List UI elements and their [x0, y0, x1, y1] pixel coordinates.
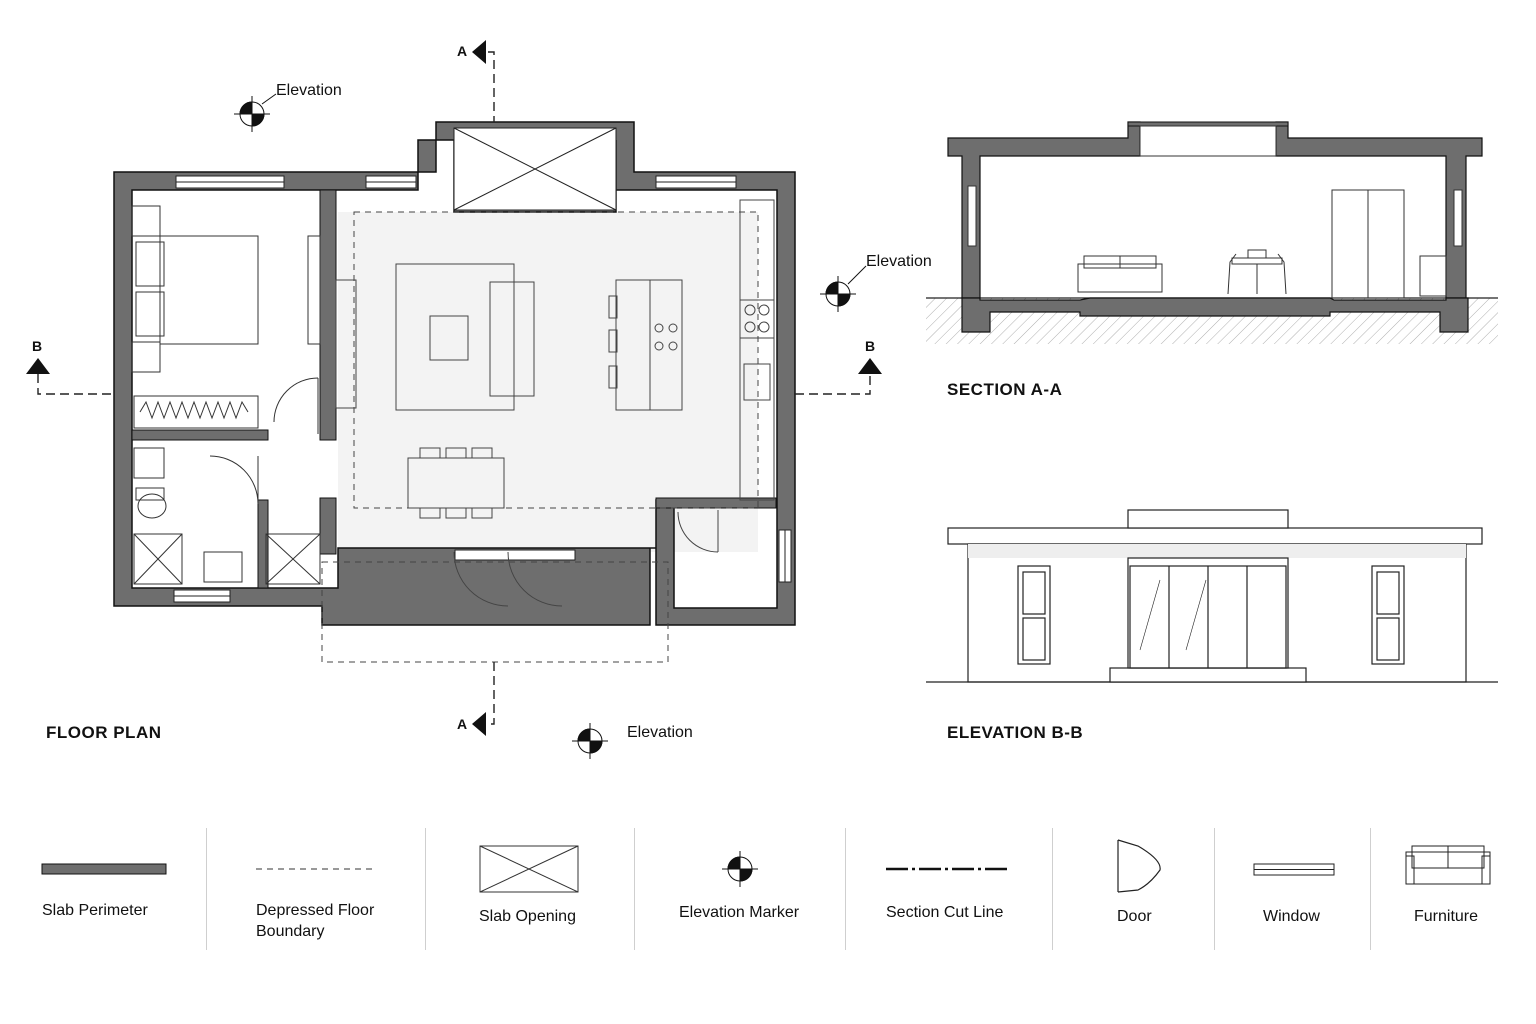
- legend-sofa-icon: [1405, 845, 1491, 885]
- elevation-b-b: [926, 509, 1498, 683]
- elevation-marker-icon: [234, 93, 867, 759]
- legend-label-elevation-marker: Elevation Marker: [679, 904, 800, 921]
- floor-plan-title: FLOOR PLAN: [46, 723, 162, 742]
- legend-label-depressed-floor: Depressed Floor Boundary: [256, 902, 375, 940]
- legend-label-furniture: Furniture: [1414, 908, 1479, 925]
- bathroom-fixtures: [133, 447, 321, 585]
- legend-elevation-marker-icon: [722, 851, 758, 887]
- elevation-label-top: Elevation: [276, 82, 342, 99]
- section-arrow-icon: [26, 40, 882, 736]
- section-marker-b-left: B: [32, 338, 43, 354]
- section-marker-a-bottom: A: [457, 716, 468, 732]
- legend-door-swing-icon: [1117, 839, 1161, 893]
- wall-bedroom-right: [319, 189, 337, 441]
- section-marker-a-top: A: [457, 43, 468, 59]
- elevation-title: ELEVATION B-B: [947, 723, 1084, 742]
- legend-label-slab-opening: Slab Opening: [479, 908, 576, 925]
- living-furniture: [335, 199, 775, 607]
- legend-window-icon: [1253, 863, 1335, 876]
- depressed-floor-boundary: [321, 211, 759, 663]
- section-marker-b-right: B: [865, 338, 876, 354]
- legend-opening-swatch: [479, 845, 579, 893]
- bedroom-furniture: [131, 205, 321, 434]
- elevation-label-right: Elevation: [866, 253, 932, 270]
- legend-divider: [1370, 828, 1371, 950]
- section-slab: [947, 121, 1483, 299]
- legend-swatches: [41, 839, 1491, 893]
- plan-slab-opening: [453, 127, 617, 211]
- legend-divider: [634, 828, 635, 950]
- wall-living-left-lower: [319, 497, 337, 555]
- elevation-label-bottom: Elevation: [627, 724, 693, 741]
- legend-divider: [425, 828, 426, 950]
- legend-slab-swatch: [41, 863, 167, 875]
- section-foundation: [961, 297, 1469, 333]
- legend-divider: [206, 828, 207, 950]
- legend-label-window: Window: [1263, 908, 1320, 925]
- wall-bath-right: [257, 499, 269, 589]
- legend-divider: [845, 828, 846, 950]
- legend-divider: [1214, 828, 1215, 950]
- floor-plan: [26, 40, 882, 736]
- section-title: SECTION A-A: [947, 380, 1063, 399]
- legend-label-door: Door: [1117, 908, 1152, 925]
- section-a-a: [926, 121, 1498, 344]
- legend-divider: [1052, 828, 1053, 950]
- legend-label-section-cut: Section Cut Line: [886, 904, 1004, 921]
- legend-label-slab-perimeter: Slab Perimeter: [42, 902, 148, 919]
- plan-windows: [173, 175, 792, 603]
- wall-bedroom-bottom: [131, 429, 269, 441]
